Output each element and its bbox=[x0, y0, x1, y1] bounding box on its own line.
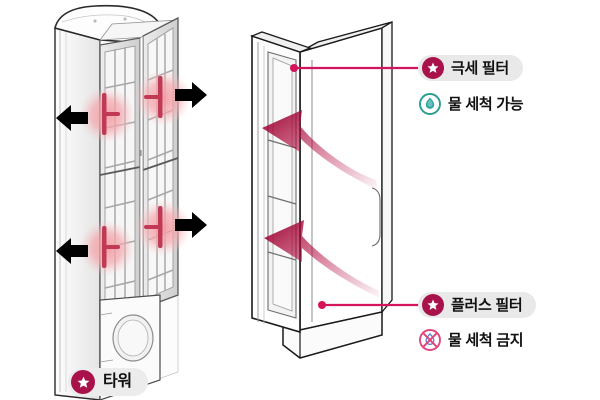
wash-prohibited-plus-filter: 물 세척 금지 bbox=[418, 328, 524, 352]
upper-grille-left-panel bbox=[99, 37, 141, 321]
callout-fine-filter-label: 극세 필터 bbox=[451, 59, 509, 77]
center-filter-detail bbox=[250, 20, 432, 359]
upper-right-release-indicator bbox=[135, 70, 191, 126]
wash-prohibited-label: 물 세척 금지 bbox=[448, 331, 524, 349]
star-badge-icon bbox=[422, 294, 444, 316]
star-badge-icon bbox=[71, 370, 95, 394]
latch-handle-icon bbox=[144, 206, 163, 248]
latch-handle-icon bbox=[102, 226, 120, 268]
grille-center-seam bbox=[139, 35, 144, 311]
fine-filter-leader-line bbox=[290, 64, 432, 72]
upper-grille-right-panel bbox=[142, 16, 179, 309]
wash-allowed-label: 물 세척 가능 bbox=[448, 95, 524, 113]
lower-right-arrow-icon bbox=[175, 212, 207, 238]
water-drop-prohibited-icon bbox=[418, 328, 442, 352]
latch-handle-icon bbox=[102, 93, 120, 135]
plus-filter-leader-line bbox=[318, 301, 432, 309]
plus-filter-removal-arrow bbox=[264, 220, 380, 298]
callout-tower-label: 타워 bbox=[103, 373, 132, 390]
lower-right-release-indicator bbox=[135, 200, 191, 256]
lower-left-arrow-icon bbox=[56, 238, 88, 264]
upper-left-release-indicator bbox=[79, 87, 135, 143]
callout-tower: 타워 bbox=[68, 368, 148, 396]
water-drop-ok-icon bbox=[418, 92, 442, 116]
callout-plus-filter-label: 플러스 필터 bbox=[451, 296, 523, 314]
upper-right-arrow-icon bbox=[175, 82, 207, 108]
upper-left-arrow-icon bbox=[56, 105, 88, 131]
left-tower-unit bbox=[54, 4, 207, 400]
fine-filter-removal-arrow bbox=[262, 110, 378, 190]
filter-mesh-cells bbox=[267, 51, 297, 319]
star-badge-icon bbox=[422, 57, 444, 79]
callout-fine-filter: 극세 필터 bbox=[418, 55, 523, 81]
lower-left-release-indicator bbox=[79, 220, 135, 276]
callout-plus-filter: 플러스 필터 bbox=[418, 292, 537, 318]
highlight-glow bbox=[135, 70, 191, 126]
wash-allowed-fine-filter: 물 세척 가능 bbox=[418, 92, 524, 116]
latch-handle-icon bbox=[144, 76, 163, 118]
highlight-glow bbox=[135, 200, 191, 256]
